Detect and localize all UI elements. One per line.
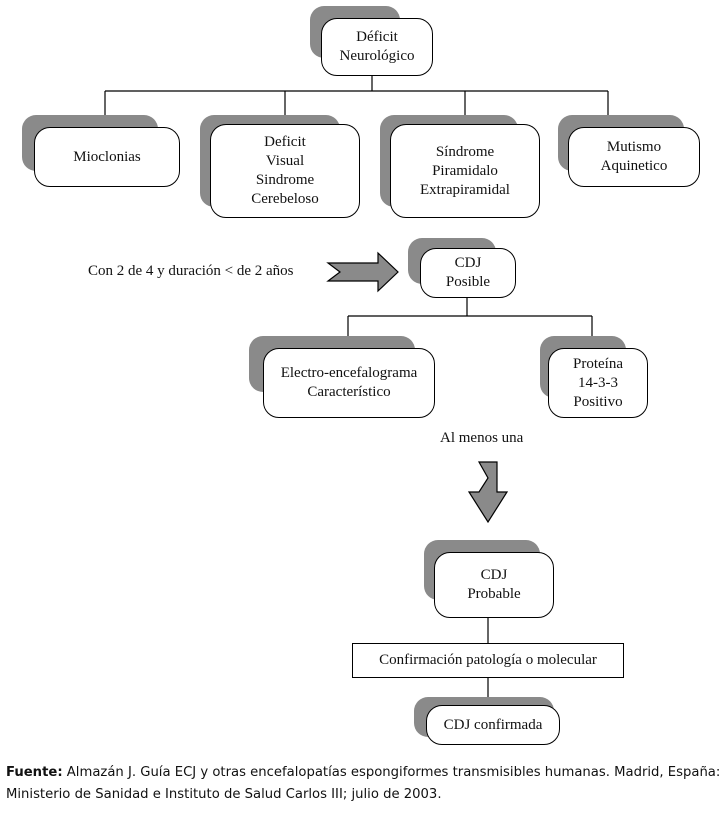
source-caption: Fuente: Almazán J. Guía ECJ y otras ence… [6, 762, 722, 806]
right-arrow-icon [326, 251, 399, 293]
criteria-label: Con 2 de 4 y duración < de 2 años [88, 263, 294, 279]
down-arrow-icon [467, 461, 509, 524]
confirmation-box: Confirmación patología o molecular [352, 643, 624, 678]
source-label: Fuente: [6, 765, 63, 780]
at-least-one-label: Al menos una [440, 430, 524, 446]
source-text: Almazán J. Guía ECJ y otras encefalopatí… [6, 765, 721, 802]
